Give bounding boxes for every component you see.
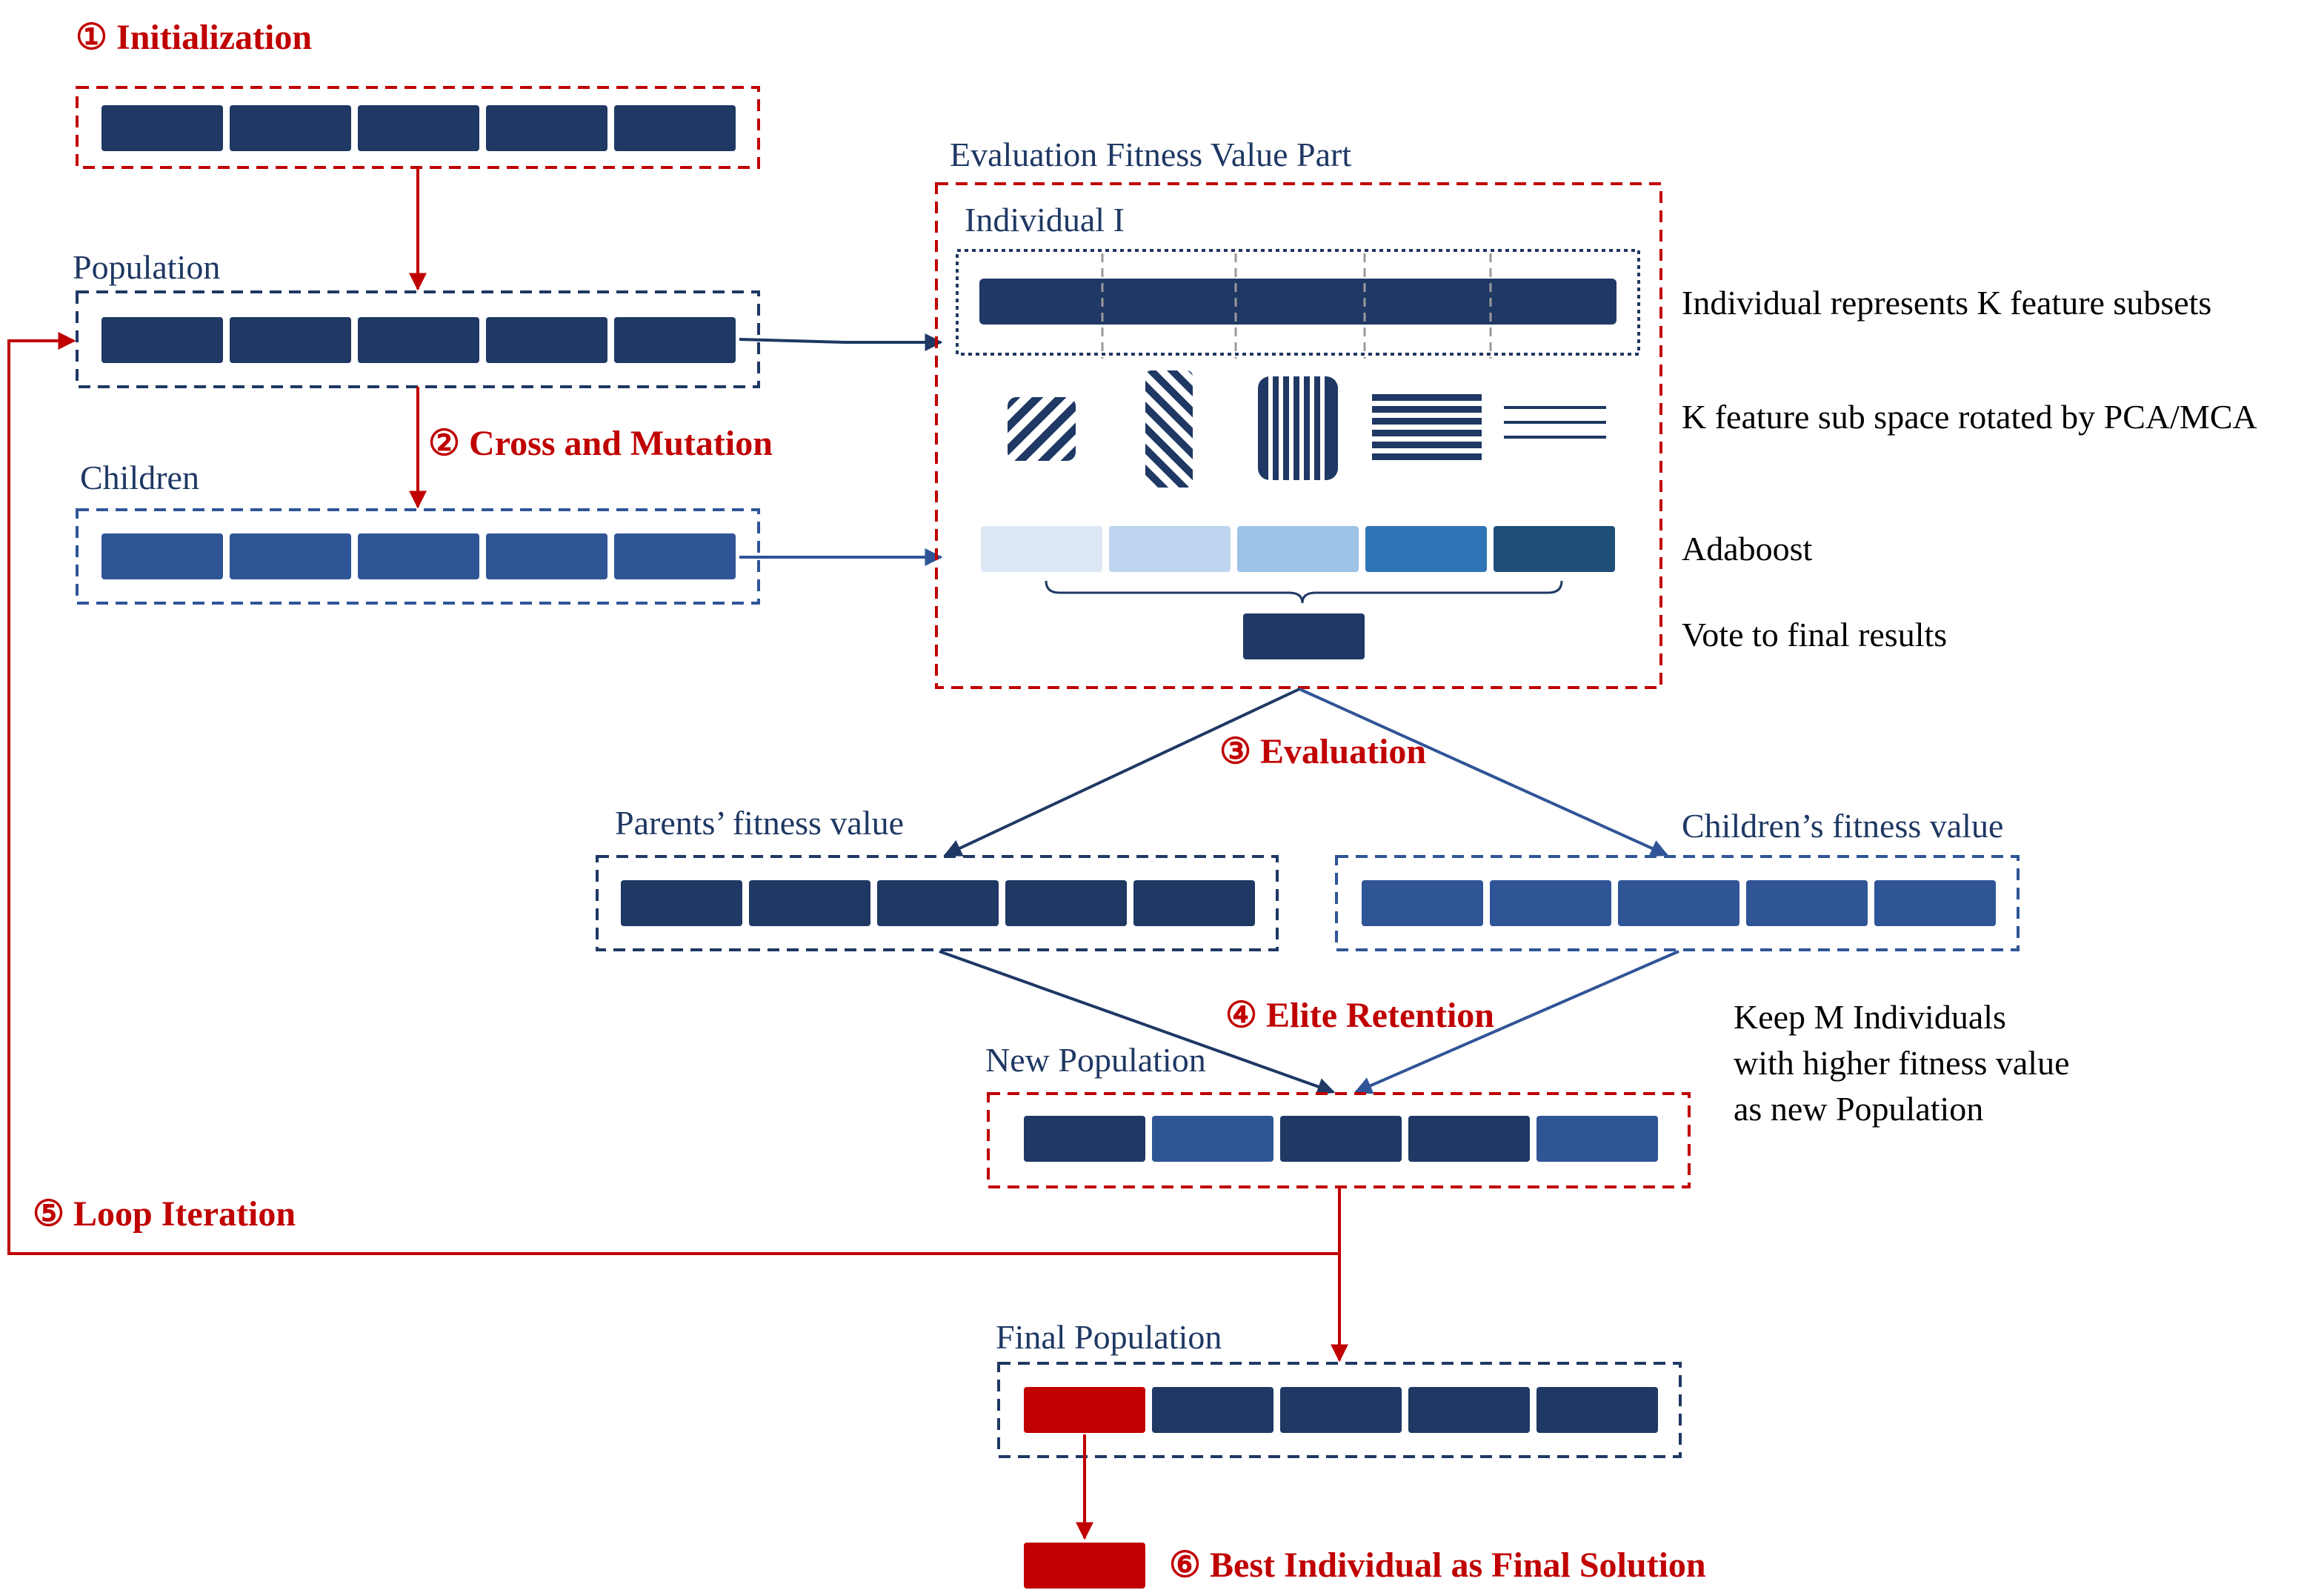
note-keep-2: with higher fitness value xyxy=(1734,1044,2070,1082)
gene-block xyxy=(486,533,607,579)
horizontal-stripes-icon xyxy=(1372,394,1482,460)
gene-block xyxy=(230,533,351,579)
gene-block xyxy=(749,880,870,926)
step-cross-mutation-label: ② Cross and Mutation xyxy=(428,424,773,463)
note-keep-1: Keep M Individuals xyxy=(1734,998,2006,1036)
gene-block xyxy=(614,317,736,363)
adaboost-blocks xyxy=(981,526,1615,572)
gene-block xyxy=(614,105,736,151)
gene-block xyxy=(1280,1387,1402,1433)
gene-block xyxy=(1362,880,1483,926)
gene-block xyxy=(101,105,223,151)
gene-block xyxy=(1490,880,1611,926)
gene-block xyxy=(1408,1116,1530,1162)
gene-block xyxy=(614,533,736,579)
individual-box xyxy=(956,249,1640,356)
individual-bar xyxy=(979,279,1617,325)
gene-block xyxy=(1280,1116,1402,1162)
best-individual-block xyxy=(1024,1543,1145,1589)
gene-block xyxy=(1874,880,1996,926)
gene-block xyxy=(1408,1387,1530,1433)
weak-learner-block xyxy=(1494,526,1615,572)
step-best-individual-label: ⑥ Best Individual as Final Solution xyxy=(1169,1546,1706,1585)
new-population-label: New Population xyxy=(985,1041,1206,1079)
note-adaboost: Adaboost xyxy=(1682,530,1813,568)
gene-block xyxy=(1536,1116,1658,1162)
gene-block xyxy=(230,105,351,151)
gene-block xyxy=(1152,1387,1273,1433)
gene-block xyxy=(1024,1116,1145,1162)
gene-block xyxy=(1746,880,1868,926)
vote-brace xyxy=(1045,580,1563,604)
eval-part-label: Evaluation Fitness Value Part xyxy=(950,136,1351,173)
note-vote: Vote to final results xyxy=(1682,616,1947,653)
initialization-blocks xyxy=(101,105,736,151)
weak-learner-block xyxy=(981,526,1102,572)
gene-block xyxy=(230,317,351,363)
children-blocks xyxy=(101,533,736,579)
note-keep-3: as new Population xyxy=(1734,1090,1983,1128)
new-population-blocks xyxy=(1024,1116,1658,1162)
children-fitness-blocks xyxy=(1362,880,1996,926)
final-population-blocks xyxy=(1024,1387,1658,1433)
gene-block xyxy=(101,533,223,579)
eval-to-parents-arrow xyxy=(943,688,1300,856)
final-population-box xyxy=(997,1362,1682,1458)
note-individual-represents: Individual represents K feature subsets xyxy=(1682,284,2211,322)
new-population-box xyxy=(987,1092,1691,1188)
population-label: Population xyxy=(73,248,220,286)
vote-result-block xyxy=(1243,613,1365,659)
step-initialization-label: ① Initialization xyxy=(76,18,312,57)
gene-block xyxy=(1536,1387,1658,1433)
step-elite-retention-label: ④ Elite Retention xyxy=(1225,996,1494,1035)
eval-to-children-arrow xyxy=(1299,688,1669,857)
weak-learner-block xyxy=(1109,526,1231,572)
parents-fitness-blocks xyxy=(621,880,1255,926)
step-loop-iteration-label: ⑤ Loop Iteration xyxy=(33,1194,296,1234)
gene-block xyxy=(621,880,742,926)
loop-iteration-arrow xyxy=(7,332,1339,1255)
weak-learner-block xyxy=(1365,526,1487,572)
gene-block xyxy=(358,533,479,579)
children-label: Children xyxy=(80,459,199,496)
gene-block xyxy=(1618,880,1739,926)
children-fitness-box xyxy=(1335,855,2020,951)
children-box xyxy=(76,508,760,605)
gene-block xyxy=(1005,880,1127,926)
subset-dividers xyxy=(1101,253,1492,359)
gene-block xyxy=(1152,1116,1273,1162)
gene-block xyxy=(877,880,999,926)
gene-block xyxy=(101,317,223,363)
note-k-feature: K feature sub space rotated by PCA/MCA xyxy=(1682,398,2257,436)
gene-block xyxy=(486,317,607,363)
population-to-eval-arrow xyxy=(739,333,943,351)
children-to-new-pop-arrow xyxy=(1354,950,1679,1094)
population-blocks xyxy=(101,317,736,363)
gene-block xyxy=(486,105,607,151)
thin-lines-icon xyxy=(1504,406,1606,439)
gene-block xyxy=(358,317,479,363)
best-gene-block xyxy=(1024,1387,1145,1433)
hatch-diagonal-tall-icon xyxy=(1145,370,1193,488)
gene-block xyxy=(1133,880,1255,926)
gene-block xyxy=(358,105,479,151)
weak-learner-block xyxy=(1237,526,1359,572)
hatch-diagonal-icon xyxy=(1008,397,1076,461)
children-fitness-label: Children’s fitness value xyxy=(1682,807,2003,845)
evaluation-box xyxy=(935,182,1662,689)
final-population-label: Final Population xyxy=(996,1318,1222,1356)
parents-to-new-pop-arrow xyxy=(939,950,1336,1096)
vertical-stripes-icon xyxy=(1258,376,1338,480)
individual-label: Individual I xyxy=(965,201,1125,239)
step-evaluation-label: ③ Evaluation xyxy=(1219,732,1426,771)
parents-fitness-label: Parents’ fitness value xyxy=(615,804,904,842)
